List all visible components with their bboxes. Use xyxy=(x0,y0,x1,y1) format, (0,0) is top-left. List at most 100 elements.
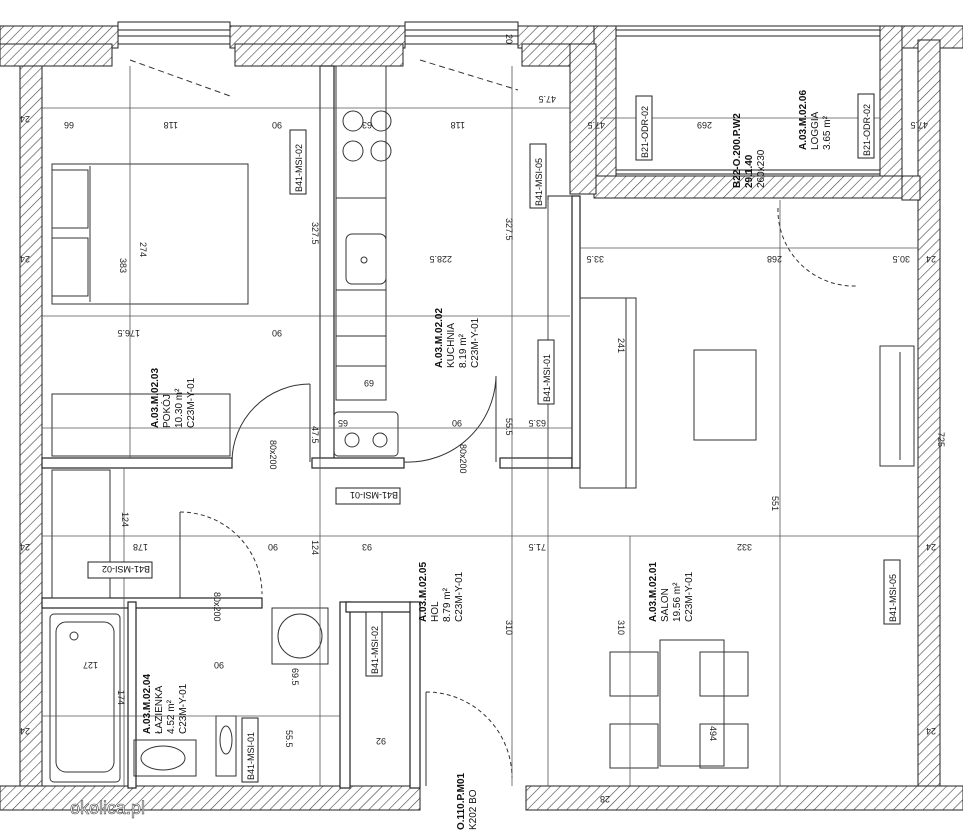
svg-text:29.1.40: 29.1.40 xyxy=(744,154,755,188)
room-label-salon: A.03.M.02.01 SALON 19.56 m² C23M-Y-01 xyxy=(648,562,695,622)
watermark: okolica.pl xyxy=(70,798,145,818)
entrance-door-tag: O.110.P.M01 K202 BO xyxy=(456,772,479,830)
svg-text:B41-MSI-01: B41-MSI-01 xyxy=(246,732,256,780)
wall-tag: B41-MSI-05 xyxy=(883,559,901,625)
svg-text:C23M-Y-01: C23M-Y-01 xyxy=(186,377,197,428)
svg-text:B41-MSI-02: B41-MSI-02 xyxy=(294,144,304,192)
room-label-loggia: A.03.M.02.06 LOGGIA 3.65 m² xyxy=(798,90,833,150)
dim-label: 383 xyxy=(118,258,128,273)
dim-label: 47.5 xyxy=(538,94,556,104)
svg-text:B41-MSI-02: B41-MSI-02 xyxy=(102,564,150,574)
svg-text:B41-MSI-01: B41-MSI-01 xyxy=(350,490,398,500)
dim-label: 90 xyxy=(272,328,282,338)
dim-label: 24 xyxy=(20,542,30,552)
dim-label: 24 xyxy=(926,726,936,736)
svg-text:B41-MSI-05: B41-MSI-05 xyxy=(534,158,544,206)
dim-label: 47.5 xyxy=(910,120,928,130)
svg-text:A.03.M.02.01: A.03.M.02.01 xyxy=(648,562,659,622)
wall-tag: B21-ODR-02 xyxy=(635,95,653,161)
dim-label: 55.5 xyxy=(284,730,294,748)
svg-text:ŁAZIENKA: ŁAZIENKA xyxy=(154,685,165,734)
svg-text:B21-ODR-02: B21-ODR-02 xyxy=(640,106,650,158)
dim-label: 69 xyxy=(364,378,374,388)
dim-label: 310 xyxy=(616,620,626,635)
svg-text:19.56 m²: 19.56 m² xyxy=(672,582,683,622)
dim-label: 90 xyxy=(452,418,462,428)
dim-label: 47.5 xyxy=(587,120,605,130)
dim-label: 310 xyxy=(504,620,514,635)
dim-label: 228.5 xyxy=(429,254,452,264)
wall-tag: B41-MSI-01 xyxy=(537,339,555,405)
dim-label: 725 xyxy=(936,432,946,447)
dim-label: 30.5 xyxy=(892,254,910,264)
dim-label: 20 xyxy=(504,34,514,44)
dim-label: 268 xyxy=(767,254,782,264)
dim-label: 274 xyxy=(138,242,148,257)
hob-burner xyxy=(370,110,392,132)
dim-label: 327.5 xyxy=(310,222,320,245)
dim-label: 33.5 xyxy=(586,254,604,264)
wall-tag: B41-MSI-01 xyxy=(241,717,259,783)
svg-text:B41-MSI-05: B41-MSI-05 xyxy=(888,574,898,622)
bathtub xyxy=(49,613,121,783)
dim-label: 176.5 xyxy=(117,328,140,338)
dim-label: 24 xyxy=(20,254,30,264)
dim-label: 63 xyxy=(362,120,372,130)
dim-label: 24 xyxy=(926,542,936,552)
dim-label: 80x200 xyxy=(268,440,278,470)
svg-text:4.52 m²: 4.52 m² xyxy=(166,699,177,734)
wall-tag: B41-MSI-02 xyxy=(289,129,307,195)
wall-tag: B41-MSI-02 xyxy=(87,561,153,579)
svg-text:C23M-Y-01: C23M-Y-01 xyxy=(454,571,465,622)
room-label-hol: A.03.M.02.05 HOL 8.79 m² C23M-Y-01 xyxy=(418,562,465,622)
dim-label: 80x200 xyxy=(458,444,468,474)
dim-label: 47.5 xyxy=(310,426,320,444)
dim-label: 92 xyxy=(376,736,386,746)
svg-text:C23M-Y-01: C23M-Y-01 xyxy=(684,571,695,622)
dim-label: 80x200 xyxy=(212,592,222,622)
svg-text:B41-MSI-02: B41-MSI-02 xyxy=(370,626,380,674)
dim-label: 65 xyxy=(338,418,348,428)
room-label-kuchnia: A.03.M.02.02 KUCHNIA 8.19 m² C23M-Y-01 xyxy=(434,308,481,368)
svg-text:POKÓJ: POKÓJ xyxy=(160,394,173,428)
svg-text:8.79 m²: 8.79 m² xyxy=(442,587,453,622)
wall-tag: B41-MSI-01 xyxy=(335,487,401,505)
room-label-pokoj: A.03.M.02.03 POKÓJ 10.30 m² C23M-Y-01 xyxy=(150,368,197,428)
dim-label: 174 xyxy=(116,690,126,705)
wall-tag: B41-MSI-02 xyxy=(365,611,383,677)
dim-label: 24 xyxy=(20,726,30,736)
dim-label: 241 xyxy=(616,338,626,353)
svg-text:A.03.M.02.02: A.03.M.02.02 xyxy=(434,308,445,368)
svg-text:KUCHNIA: KUCHNIA xyxy=(446,323,457,368)
doors xyxy=(129,59,857,786)
dim-label: 71.5 xyxy=(528,542,546,552)
svg-text:A.03.M.02.06: A.03.M.02.06 xyxy=(798,90,809,150)
dim-label: 551 xyxy=(770,496,780,511)
room-label-lazienka: A.03.M.02.04 ŁAZIENKA 4.52 m² C23M-Y-01 xyxy=(142,674,189,734)
svg-text:8.19 m²: 8.19 m² xyxy=(458,333,469,368)
dim-label: 93 xyxy=(362,542,372,552)
svg-text:HOL: HOL xyxy=(430,601,441,622)
dim-label: 28 xyxy=(600,794,610,804)
dim-label: 127 xyxy=(83,660,98,670)
dim-label: 269 xyxy=(697,120,712,130)
dim-label: 178 xyxy=(133,542,148,552)
dim-label: 69.5 xyxy=(290,668,300,686)
bathroom-sink xyxy=(133,739,197,777)
dim-label: 90 xyxy=(268,542,278,552)
dim-label: 118 xyxy=(164,120,178,130)
furniture xyxy=(49,65,915,783)
wall-tag: B21-ODR-02 xyxy=(857,93,875,159)
hob-burner xyxy=(342,140,364,162)
dim-label: 24 xyxy=(20,114,30,124)
svg-text:3.65 m²: 3.65 m² xyxy=(822,115,833,150)
washing-machine xyxy=(271,607,329,665)
svg-text:260x230: 260x230 xyxy=(756,149,767,188)
svg-text:SALON: SALON xyxy=(660,588,671,622)
svg-text:K202 BO: K202 BO xyxy=(468,789,479,830)
svg-text:A.03.M.02.05: A.03.M.02.05 xyxy=(418,562,429,622)
svg-text:A.03.M.02.04: A.03.M.02.04 xyxy=(142,674,153,734)
svg-text:C23M-Y-01: C23M-Y-01 xyxy=(470,317,481,368)
